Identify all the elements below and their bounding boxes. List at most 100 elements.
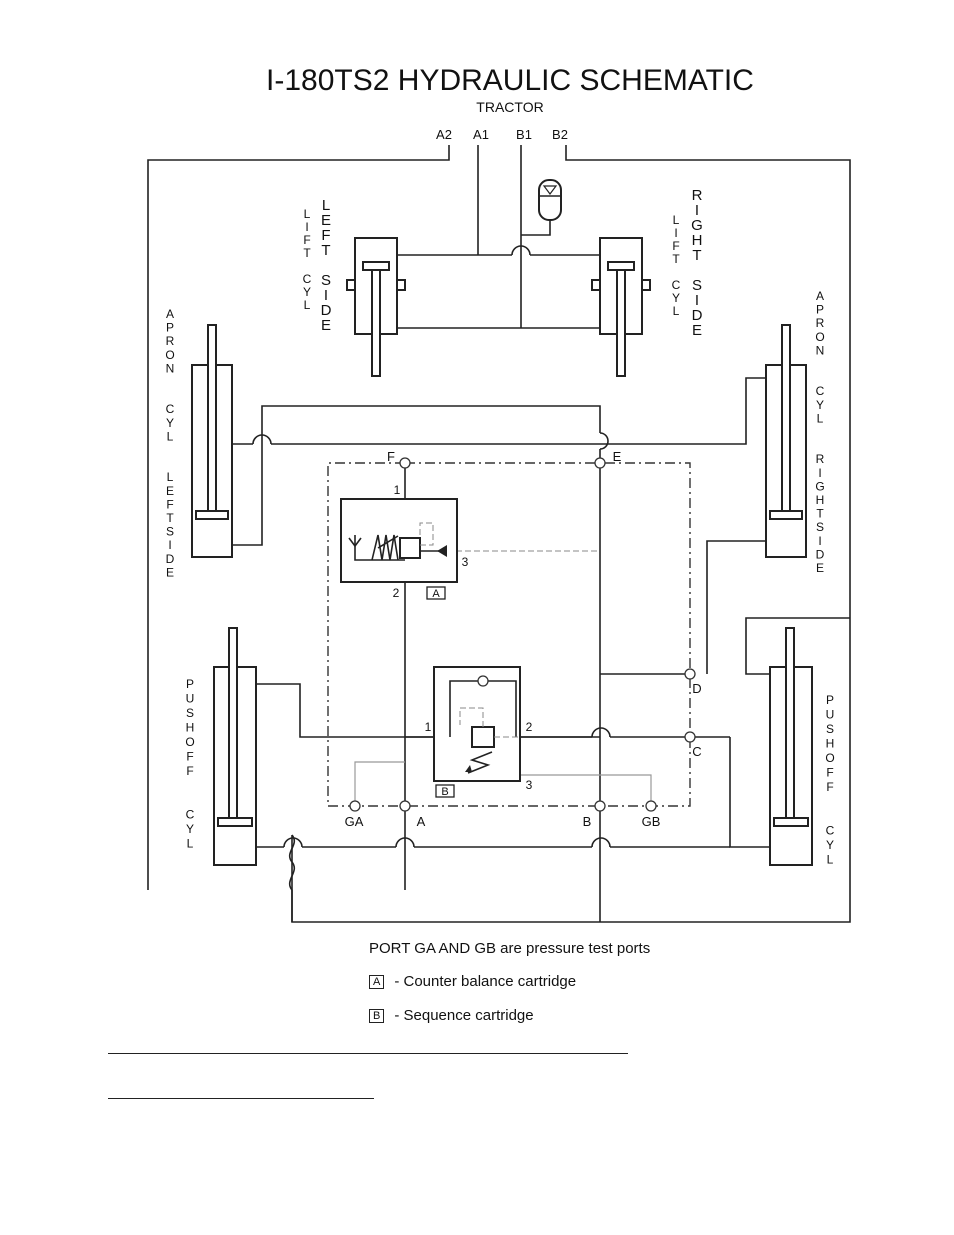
side-label-letter: F [186,764,193,778]
port-e-label: E [613,449,622,464]
side-label-letter: Y [166,416,174,430]
side-label-letter: I [695,292,699,309]
legend-note: PORT GA AND GB are pressure test ports [369,940,650,957]
port-a-label: A [417,814,426,829]
side-label-letter: L [187,837,194,851]
side-label-letter: A [816,289,824,303]
side-label-letter: T [672,252,680,266]
port-a-marker [399,800,411,812]
side-label-letter: L [673,213,680,227]
side-label-letter: C [672,278,681,292]
side-label-letter: Y [186,822,194,836]
side-label-letter: E [166,484,174,498]
lift-cylinder-right [591,237,651,377]
port-b-marker [594,800,606,812]
port-gb-marker [645,800,657,812]
side-label-letter: T [321,242,330,259]
side-label-letter: S [826,722,834,736]
side-label-letter: T [166,511,174,525]
side-label-letter: L [167,470,174,484]
side-label-letter: T [692,247,701,264]
side-label-letter: I [305,220,308,234]
side-label-letter: S [166,525,174,539]
side-label-letter: R [816,316,825,330]
side-label-letter: G [691,217,703,234]
side-label-letter: T [303,246,311,260]
cartridge-a-port-1: 1 [394,483,401,497]
side-label-letter: I [695,202,699,219]
side-label-letter: L [817,411,824,425]
side-label-letter: P [186,677,194,691]
port-gb-label: GB [642,814,661,829]
side-label-letter: O [825,751,834,765]
side-label-letter: L [673,304,680,318]
port-d-label: D [692,681,701,696]
side-label-letter: I [168,538,171,552]
side-label-letter: E [321,212,331,229]
accumulator-icon [538,179,562,221]
blank-line-2 [108,1098,374,1099]
side-label-letter: S [816,520,824,534]
legend-item-a: A - Counter balance cartridge [369,973,576,990]
side-label-letter: N [816,343,825,357]
cartridge-a-tag: A [432,588,440,600]
legend-text-b: - Sequence cartridge [394,1007,534,1024]
side-label-letter: F [166,497,173,511]
apron-cylinder-right [765,324,807,558]
side-label-letter: I [674,226,677,240]
side-label-letter: L [304,298,311,312]
port-b-label: B [583,814,592,829]
side-label-letter: C [186,808,195,822]
side-label-letter: U [826,708,835,722]
legend-tag-b: B [369,1008,385,1023]
side-label-letter: R [816,452,825,466]
pushoff-cylinder-left [213,627,257,866]
side-label-letter: F [826,780,833,794]
port-c-label: C [692,744,701,759]
legend-note-text: PORT GA AND GB are pressure test ports [369,940,651,957]
side-label-letter: T [816,507,824,521]
side-label-letter: G [815,479,824,493]
side-label-letter: H [826,737,835,751]
side-label-letter: C [816,384,825,398]
side-label-letter: A [166,307,174,321]
lift-cylinder-lines [397,245,600,329]
side-label-letter: S [692,277,702,294]
side-label-letter: P [816,303,824,317]
side-label-letter: E [321,317,331,334]
cartridge-a [340,498,458,583]
port-c-marker [684,731,696,743]
side-label-letter: F [321,227,330,244]
pushoff-lines [256,617,850,922]
cartridge-a-port-2: 2 [393,586,400,600]
port-e-marker [594,457,606,469]
port-b2-label: B2 [552,127,568,142]
side-label-letter: L [304,207,311,221]
side-label-letter: C [826,824,835,838]
lift-cylinder-left [346,237,406,377]
side-label-letter: H [186,721,195,735]
side-label-letter: Y [672,291,680,305]
side-label-letter: E [816,561,824,575]
side-label-letter: F [826,766,833,780]
port-f-label: F [387,449,395,464]
legend-item-b: B - Sequence cartridge [369,1007,534,1024]
cartridge-b-tag-box [435,784,455,798]
valve-block-boundary [327,462,691,807]
cartridge-a-port-3: 3 [462,555,469,569]
port-b1-label: B1 [516,127,532,142]
cartridge-b-tag: B [441,786,448,798]
side-label-letter: I [324,287,328,304]
cartridge-b-port-2: 2 [526,720,533,734]
blank-line-1 [108,1053,628,1054]
side-label-letter: H [816,493,825,507]
side-label-letter: C [303,272,312,286]
side-label-letter: L [167,429,174,443]
side-label-letter: S [321,272,331,289]
side-label-letter: L [827,853,834,867]
cartridge-a-tag-box [426,586,446,600]
